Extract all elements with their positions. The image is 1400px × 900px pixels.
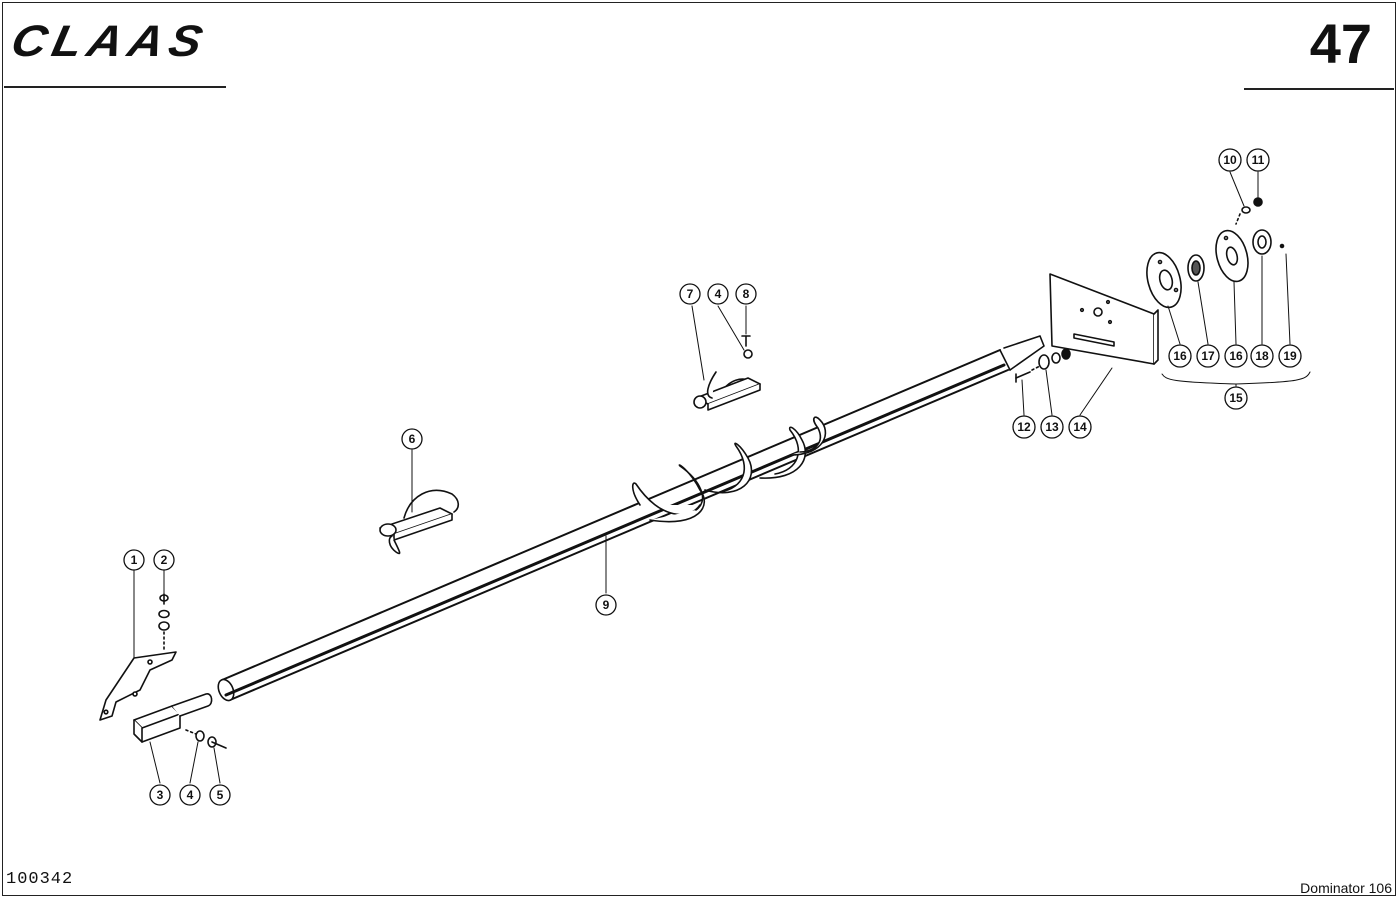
callout-16-left: 16 (1168, 344, 1192, 368)
callout-4-lower: 4 (179, 784, 201, 806)
callout-7-label: 7 (687, 287, 694, 301)
bearing-flange-inner (1215, 229, 1249, 283)
callout-16-right-label: 16 (1229, 349, 1243, 363)
callout-9-label: 9 (603, 598, 610, 612)
callout-15: 15 (1224, 386, 1248, 410)
callout-18-label: 18 (1255, 349, 1269, 363)
callout-4-lower-label: 4 (187, 788, 194, 802)
callout-18: 18 (1250, 344, 1274, 368)
callout-12: 12 (1012, 415, 1036, 439)
callout-3: 3 (149, 784, 171, 806)
callout-7: 7 (679, 283, 701, 305)
callout-12-label: 12 (1017, 420, 1031, 434)
callout-6-label: 6 (409, 432, 416, 446)
leader-lines (133, 171, 1311, 784)
bolt-nut-10-11 (1235, 197, 1263, 225)
brand-underline (4, 86, 226, 88)
page-number: 47 (1309, 12, 1372, 75)
callout-6: 6 (401, 428, 423, 450)
callout-11-label: 11 (1252, 153, 1265, 167)
callout-17: 17 (1196, 344, 1220, 368)
callout-2: 2 (153, 549, 175, 571)
callout-5: 5 (209, 784, 231, 806)
square-shaft-coupling (133, 693, 213, 743)
callout-17-label: 17 (1201, 349, 1215, 363)
callout-14: 14 (1068, 415, 1092, 439)
auger-tube (217, 335, 1045, 702)
callout-16-right: 16 (1224, 344, 1248, 368)
callout-1: 1 (123, 549, 145, 571)
callout-11: 11 (1246, 148, 1270, 172)
callout-2-label: 2 (161, 553, 168, 567)
callout-13: 13 (1040, 415, 1064, 439)
support-bracket (99, 651, 177, 721)
callout-15-label: 15 (1229, 391, 1243, 405)
callout-16-left-label: 16 (1173, 349, 1187, 363)
washer-and-bolt-5 (185, 729, 227, 749)
callout-5-label: 5 (217, 788, 224, 802)
flight-segment-6 (379, 489, 460, 555)
callout-14-label: 14 (1073, 420, 1087, 434)
auger-flights (631, 416, 827, 523)
callout-19: 19 (1278, 344, 1302, 368)
ball-bearing (1187, 254, 1205, 282)
flight-segment-7 (693, 335, 761, 411)
callout-10-label: 10 (1223, 153, 1237, 167)
callout-10: 10 (1218, 148, 1242, 172)
bearing-flange-outer (1146, 251, 1182, 309)
bearing-plate (1049, 273, 1159, 365)
locking-collar (1252, 229, 1285, 255)
machine-model: Dominator 106 (1300, 880, 1392, 896)
callout-4-upper: 4 (707, 283, 729, 305)
callout-4-upper-label: 4 (715, 287, 722, 301)
callout-13-label: 13 (1045, 420, 1059, 434)
callout-8: 8 (735, 283, 757, 305)
callout-1-label: 1 (131, 553, 138, 567)
callout-3-label: 3 (157, 788, 164, 802)
callout-9: 9 (595, 594, 617, 616)
callout-19-label: 19 (1283, 349, 1297, 363)
bolt-and-washers-2 (158, 593, 170, 651)
drawing-number: 100342 (6, 870, 74, 889)
page-number-underline (1244, 88, 1394, 90)
bolt-washer-nut-12-13 (1015, 348, 1071, 383)
callout-8-label: 8 (743, 287, 750, 301)
